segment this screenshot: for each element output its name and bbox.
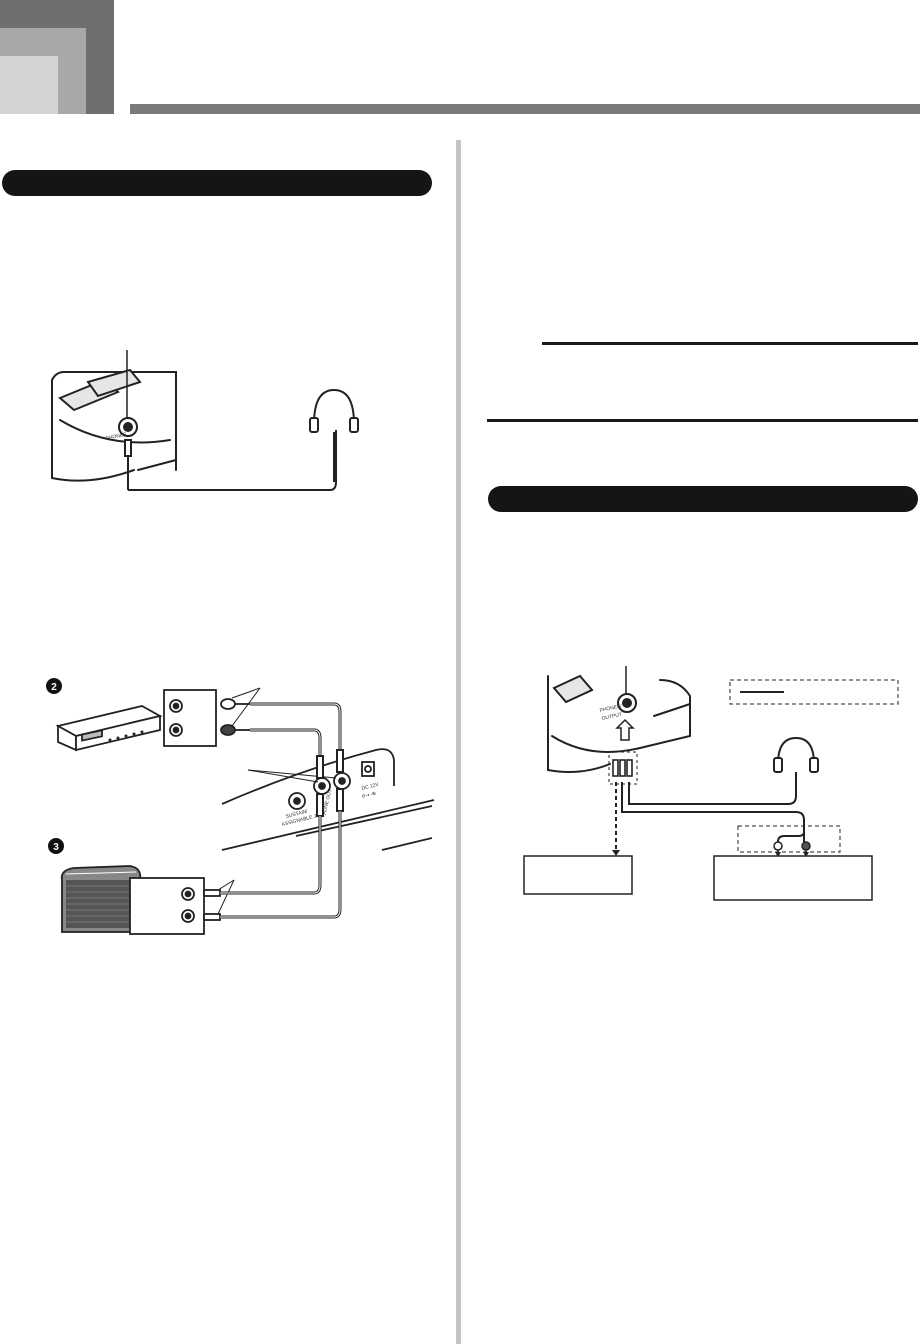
marker-3-icon: 3 <box>48 838 64 854</box>
dc-jack-label: DC 12V <box>361 782 380 792</box>
plug-group <box>612 759 633 777</box>
line-out-label: LINE OUT <box>322 789 333 813</box>
stereo-receiver-illustration <box>55 705 163 752</box>
arrow-down-markers <box>775 852 809 857</box>
marker-2-icon: 2 <box>46 678 62 694</box>
legend-box <box>729 679 899 705</box>
headphones-cable-right <box>628 772 797 805</box>
arrow-down-left <box>612 850 620 856</box>
rca-plugs <box>220 687 261 736</box>
marker-2-label: 2 <box>51 682 57 693</box>
receiver-input-panel <box>163 689 217 747</box>
phones-jack-label: PHONES <box>105 432 128 442</box>
headphone-plug <box>124 439 132 490</box>
keyboard-edge-illustration-right <box>547 674 691 773</box>
section-title-bar-left <box>2 170 432 196</box>
phones-output-label-2: OUTPUT <box>601 712 622 722</box>
header-rule <box>130 104 920 114</box>
rca-split <box>777 826 805 843</box>
amplifier-input-panel <box>129 877 205 935</box>
dc-jack <box>361 761 375 777</box>
dc-jack-polarity: ⊖-◐-⊕ <box>361 791 377 800</box>
sustain-jack-label-1: SUSTAIN/ <box>285 808 309 819</box>
sustain-jack <box>288 792 306 810</box>
rca-split-box <box>737 825 841 853</box>
phones-jack <box>118 350 138 437</box>
rca-split-plugs <box>773 841 811 854</box>
device-box-left <box>523 855 633 895</box>
phones-output-jack <box>617 666 637 713</box>
note-rule-bottom <box>487 419 918 422</box>
headphones-icon <box>309 388 359 482</box>
keyboard-edge-illustration <box>51 368 177 482</box>
keyboard-back-panel <box>221 748 435 851</box>
output-cable-right <box>621 782 805 836</box>
up-arrow-icon <box>615 718 635 741</box>
note-rule-top <box>542 342 918 345</box>
headphones-icon-right <box>773 736 819 773</box>
header-corner-light <box>0 56 58 114</box>
marker-3-label: 3 <box>53 842 59 853</box>
headphones-cable <box>128 430 337 491</box>
section-title-bar-right <box>488 486 918 512</box>
column-divider <box>456 140 461 1344</box>
phones-output-label-1: PHONES/ <box>599 703 623 714</box>
device-box-right <box>713 855 873 901</box>
